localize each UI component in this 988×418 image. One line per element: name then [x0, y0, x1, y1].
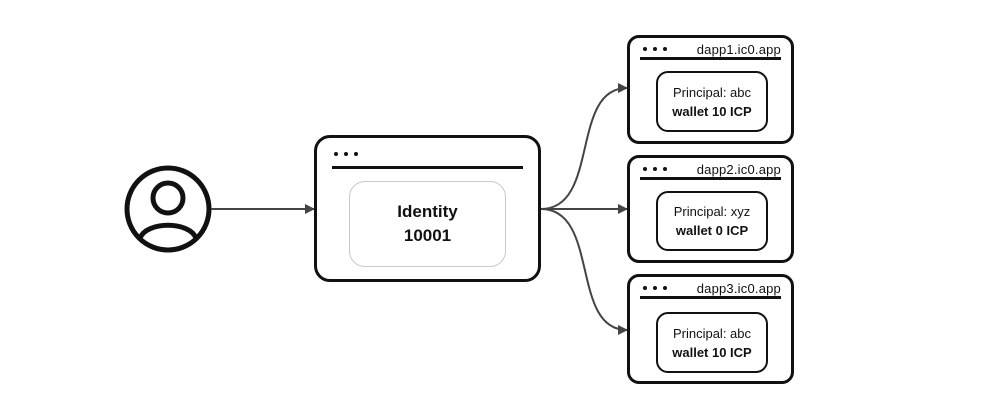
- dapp3-principal: Principal: abc: [672, 325, 752, 341]
- window-title-bar: [640, 57, 781, 60]
- identity-title: Identity: [397, 202, 458, 221]
- arrow-identity-to-dapp1: [540, 83, 628, 210]
- dapp3-card: Principal: abc wallet 10 ICP: [656, 312, 768, 373]
- user-avatar-icon: [124, 165, 212, 253]
- dapp3-url: dapp3.ic0.app: [696, 281, 781, 296]
- window-dots-icon: [334, 152, 358, 156]
- dapp2-url: dapp2.ic0.app: [696, 162, 781, 177]
- dapp1-window: dapp1.ic0.app Principal: abc wallet 10 I…: [627, 35, 794, 144]
- window-dots-icon: [643, 47, 667, 51]
- window-title-bar: [332, 166, 523, 169]
- dapp1-card: Principal: abc wallet 10 ICP: [656, 71, 768, 132]
- dapp1-url: dapp1.ic0.app: [696, 42, 781, 57]
- dapp2-window: dapp2.ic0.app Principal: xyz wallet 0 IC…: [627, 155, 794, 263]
- window-dots-icon: [643, 167, 667, 171]
- window-dots-icon: [643, 286, 667, 290]
- arrow-identity-to-dapp3: [540, 208, 628, 335]
- dapp2-wallet: wallet 0 ICP: [675, 223, 749, 238]
- window-title-bar: [640, 296, 781, 299]
- dapp3-window: dapp3.ic0.app Principal: abc wallet 10 I…: [627, 274, 794, 384]
- identity-card: Identity 10001: [349, 181, 506, 267]
- dapp1-principal: Principal: abc: [672, 84, 752, 100]
- identity-window: Identity 10001: [314, 135, 541, 282]
- dapp2-principal: Principal: xyz: [673, 204, 751, 219]
- dapp3-wallet: wallet 10 ICP: [672, 344, 752, 360]
- window-title-bar: [640, 177, 781, 180]
- identity-number: 10001: [403, 226, 452, 245]
- dapp1-wallet: wallet 10 ICP: [672, 103, 752, 119]
- dapp2-card: Principal: xyz wallet 0 ICP: [656, 191, 768, 251]
